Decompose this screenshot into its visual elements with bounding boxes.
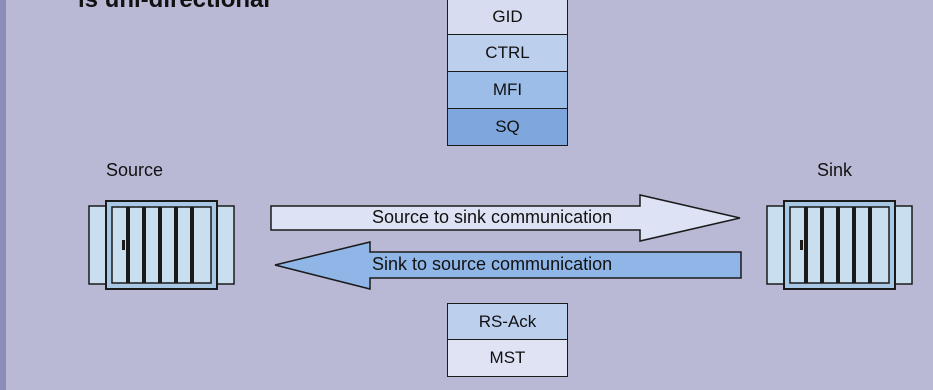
- field-sq: SQ: [447, 109, 568, 146]
- sink-label: Sink: [817, 160, 853, 180]
- forward-arrow-label: Source to sink communication: [372, 207, 613, 227]
- source-label: Source: [106, 160, 164, 180]
- diagram-heading: is uni-directional: [78, 0, 270, 14]
- frame-field-stack-top: GID CTRL MFI SQ: [447, 0, 568, 146]
- source-cabinet-icon: [88, 200, 235, 290]
- backward-arrow-label: Sink to source communication: [372, 254, 613, 274]
- left-border-strip: [0, 0, 6, 390]
- sink-cabinet-icon: [766, 200, 913, 290]
- field-mfi: MFI: [447, 72, 568, 109]
- field-mst: MST: [447, 340, 568, 377]
- field-ctrl: CTRL: [447, 35, 568, 72]
- field-rs-ack: RS-Ack: [447, 303, 568, 340]
- frame-field-stack-bottom: RS-Ack MST: [447, 303, 568, 377]
- field-gid: GID: [447, 0, 568, 35]
